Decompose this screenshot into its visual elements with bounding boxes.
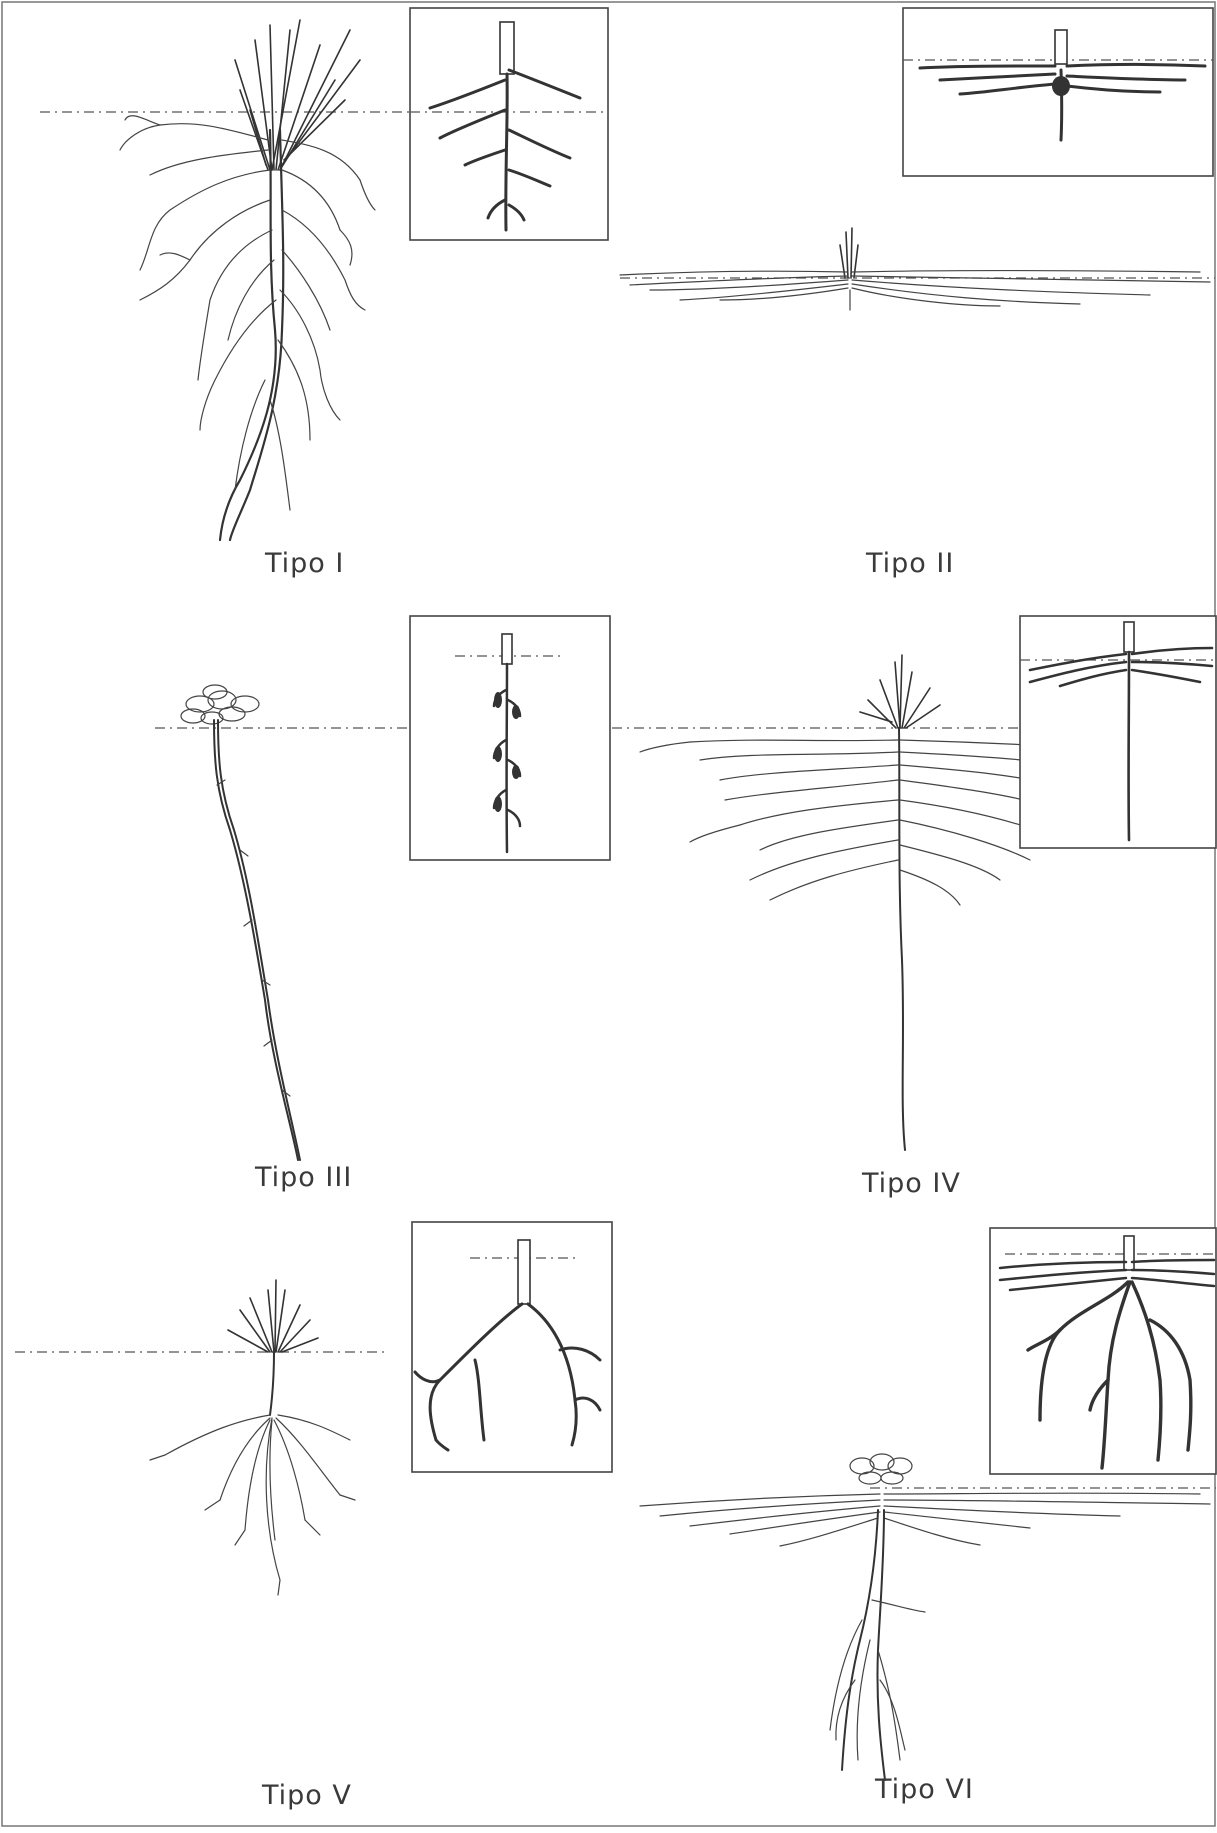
- tipo-2-inset: [903, 8, 1213, 176]
- tipo-4-label: Tipo IV: [862, 1168, 961, 1199]
- tipo-1-inset: [410, 8, 608, 240]
- tipo-6-inset: [990, 1228, 1216, 1474]
- tipo-6-label: Tipo VI: [875, 1774, 974, 1805]
- tipo-3-inset: [410, 616, 610, 860]
- tipo-1-label: Tipo I: [265, 548, 344, 579]
- tipo-3-label: Tipo III: [255, 1162, 352, 1193]
- tipo-4-inset: [1020, 616, 1216, 848]
- tipo-5-inset: [412, 1222, 612, 1472]
- tipo-5-label: Tipo V: [262, 1780, 352, 1811]
- tipo-2-label: Tipo II: [866, 548, 954, 579]
